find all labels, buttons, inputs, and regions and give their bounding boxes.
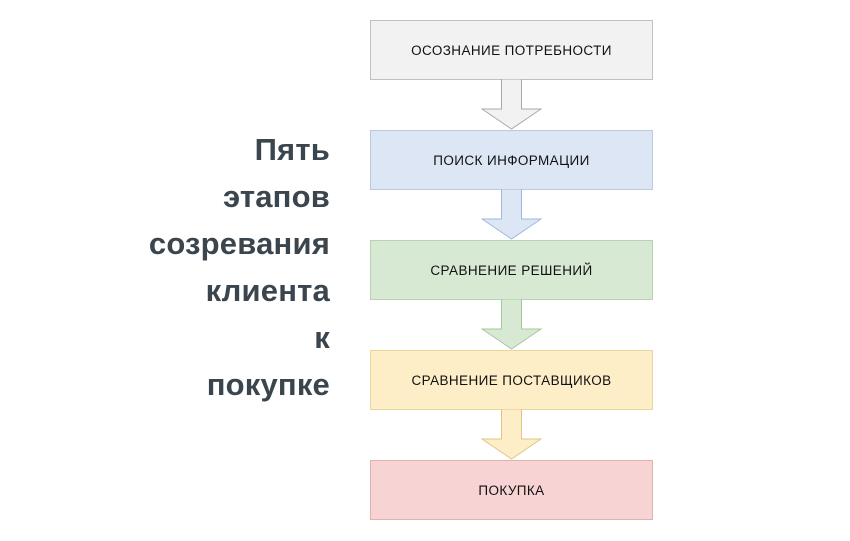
stage-box-1[interactable]: ОСОЗНАНИЕ ПОТРЕБНОСТИ xyxy=(370,20,653,80)
stage-label-1: ОСОЗНАНИЕ ПОТРЕБНОСТИ xyxy=(411,42,612,58)
connector-arrow-2 xyxy=(481,189,542,240)
stage-label-3: СРАВНЕНИЕ РЕШЕНИЙ xyxy=(430,262,593,278)
connector-arrow-3 xyxy=(481,299,542,350)
connector-arrow-1 xyxy=(481,79,542,130)
diagram-heading: Пять этапов созревания клиента к покупке xyxy=(148,132,330,402)
stage-box-3[interactable]: СРАВНЕНИЕ РЕШЕНИЙ xyxy=(370,240,653,300)
stage-box-5[interactable]: ПОКУПКА xyxy=(370,460,653,520)
stage-label-2: ПОИСК ИНФОРМАЦИИ xyxy=(433,152,590,168)
stage-label-5: ПОКУПКА xyxy=(478,482,545,498)
stage-label-4: СРАВНЕНИЕ ПОСТАВЩИКОВ xyxy=(411,372,612,388)
stage-box-2[interactable]: ПОИСК ИНФОРМАЦИИ xyxy=(370,130,653,190)
stage-flow: ОСОЗНАНИЕ ПОТРЕБНОСТИ ПОИСК ИНФОРМАЦИИ С… xyxy=(370,20,653,521)
stage-box-4[interactable]: СРАВНЕНИЕ ПОСТАВЩИКОВ xyxy=(370,350,653,410)
connector-arrow-4 xyxy=(481,409,542,460)
